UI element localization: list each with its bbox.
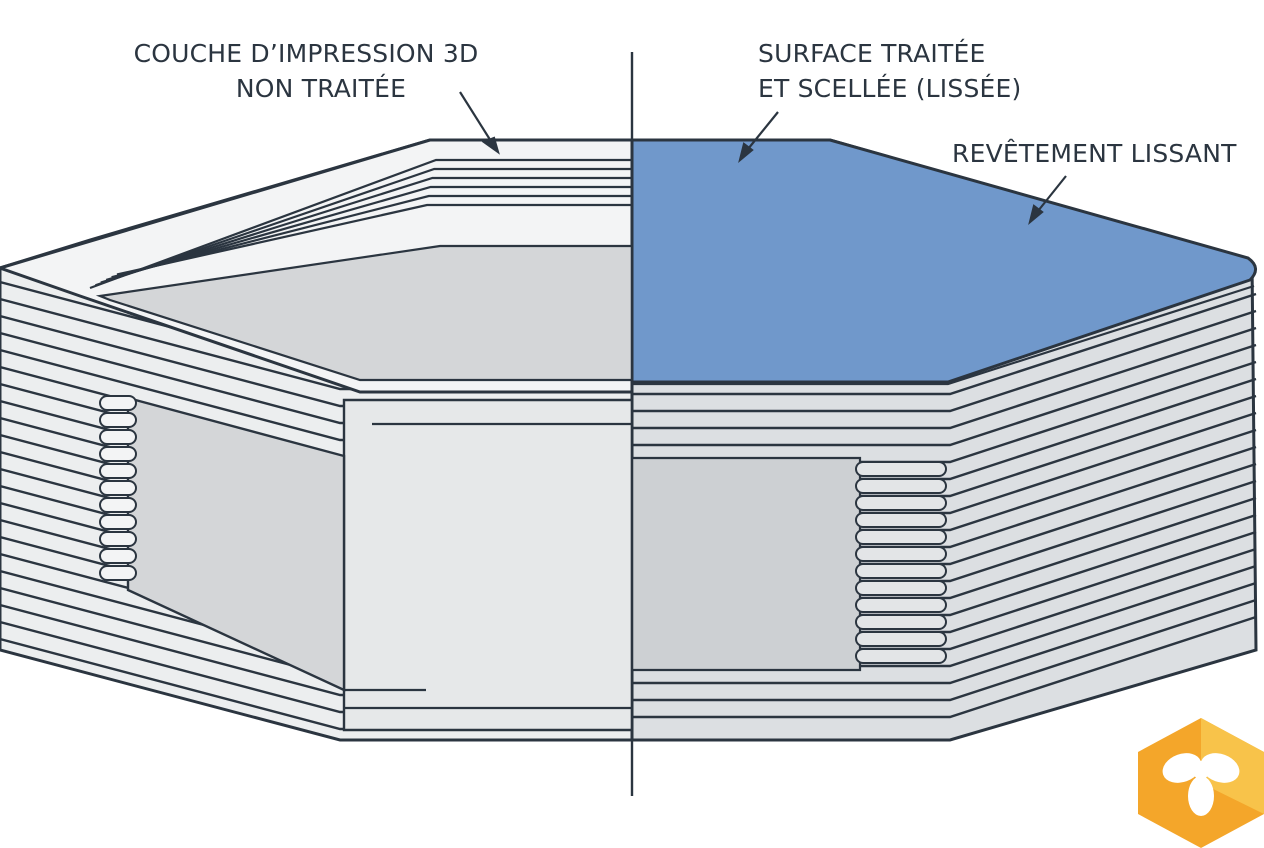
label-coating-line1: REVÊTEMENT LISSANT — [952, 139, 1237, 168]
window-stub — [855, 580, 947, 596]
window-stub — [99, 446, 137, 462]
layer-line — [632, 309, 1257, 413]
untreated-half — [0, 138, 632, 742]
window-stub — [99, 565, 137, 581]
layer-line — [632, 326, 1257, 430]
layer-line — [632, 615, 1257, 719]
window-stub — [99, 480, 137, 496]
window-stub — [855, 512, 947, 528]
window-stub — [99, 412, 137, 428]
window-stub — [99, 531, 137, 547]
layer-line — [632, 598, 1257, 702]
window-stub — [99, 514, 137, 530]
leader-arrows — [459, 91, 1067, 226]
window-stub — [99, 429, 137, 445]
rim-line — [111, 194, 632, 279]
window-stub — [855, 563, 947, 579]
bee-hexagon-logo-icon — [1138, 718, 1264, 848]
window-stub — [855, 495, 947, 511]
window-stub — [855, 597, 947, 613]
window-stub — [855, 461, 947, 477]
label-untreated-layer: COUCHE D’IMPRESSION 3D NON TRAITÉE — [0, 36, 612, 106]
smoothing-coating — [632, 138, 1257, 384]
rim-line — [89, 158, 632, 290]
treated-half — [632, 138, 1258, 742]
window-stub — [99, 548, 137, 564]
label-treated-line1: SURFACE TRAITÉE — [758, 39, 986, 68]
window-stub — [99, 463, 137, 479]
rim-line — [100, 176, 632, 284]
layer-line — [632, 343, 1257, 447]
label-treated-surface: SURFACE TRAITÉE ET SCELLÉE (LISSÉE) — [758, 36, 1021, 106]
window-stub — [99, 395, 137, 411]
layer-line — [632, 292, 1257, 396]
untreated-window-stubs — [99, 395, 137, 581]
window-stub — [855, 478, 947, 494]
untreated-cavity — [95, 244, 632, 382]
label-smoothing-coating: REVÊTEMENT LISSANT — [952, 136, 1237, 171]
window-stub — [855, 546, 947, 562]
window-stub — [855, 631, 947, 647]
window-stub — [855, 614, 947, 630]
label-treated-line2: ET SCELLÉE (LISSÉE) — [758, 74, 1022, 103]
untreated-front-face — [342, 398, 632, 732]
untreated-rim-lines — [89, 158, 632, 290]
window-stub — [855, 529, 947, 545]
rim-line — [116, 203, 632, 276]
rim-line — [95, 167, 632, 287]
treated-side-window — [632, 456, 862, 672]
layer-line — [632, 581, 1257, 685]
window-stub — [99, 497, 137, 513]
label-untreated-line1: COUCHE D’IMPRESSION 3D — [133, 39, 479, 68]
window-stub — [855, 648, 947, 664]
label-untreated-line2: NON TRAITÉE — [235, 74, 407, 103]
rim-line — [105, 185, 632, 281]
treated-window-stubs — [855, 461, 947, 664]
